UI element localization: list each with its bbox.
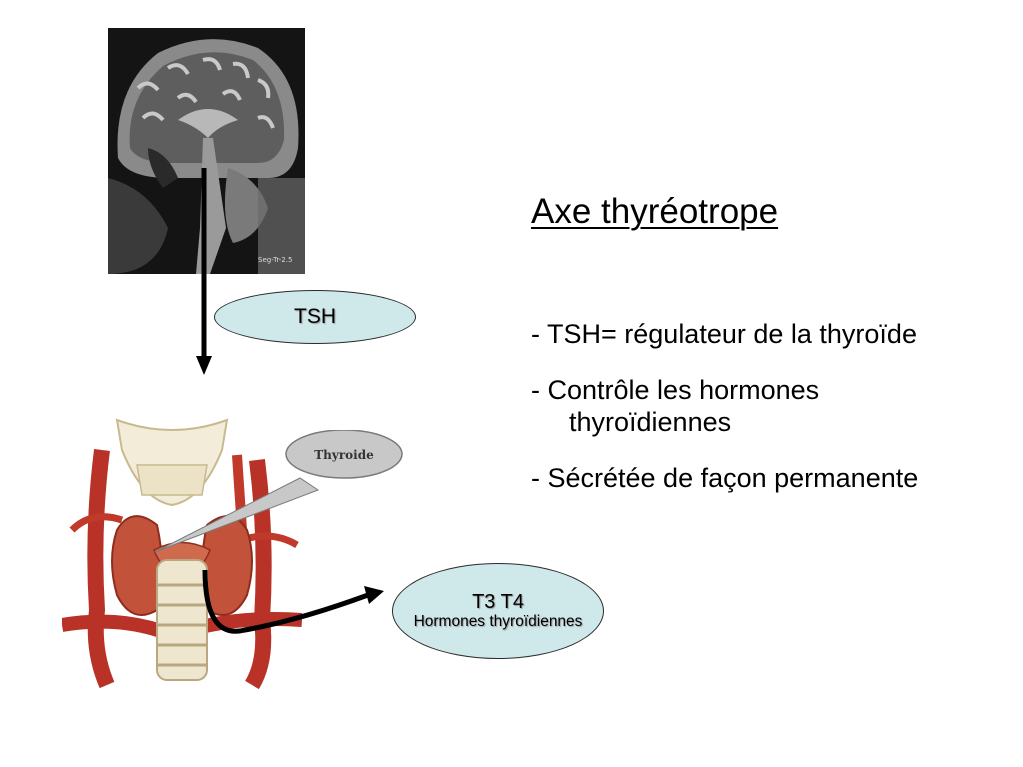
- slide-title: Axe thyréotrope: [531, 192, 779, 231]
- mri-brain-image: Seg-Tr-2.5: [108, 28, 305, 274]
- t3t4-sublabel: Hormones thyroïdiennes: [413, 613, 583, 630]
- bullet-item: - TSH= régulateur de la thyroïde: [531, 319, 917, 349]
- mri-corner-text: Seg-Tr-2.5: [258, 256, 292, 264]
- thyroid-callout-label: Thyroide: [314, 448, 374, 462]
- t3t4-ellipse: T3 T4 Hormones thyroïdiennes: [392, 563, 604, 659]
- bullet-item: - Contrôle les hormones thyroïdiennes: [531, 375, 820, 437]
- bullet-list: - TSH= régulateur de la thyroïde - Contr…: [531, 318, 951, 518]
- tsh-ellipse: TSH: [214, 290, 416, 344]
- thyroid-illustration: [62, 418, 302, 690]
- t3t4-label: T3 T4: [472, 591, 524, 613]
- bullet-item: - Sécrétée de façon permanente: [531, 463, 919, 493]
- tsh-label: TSH: [294, 305, 336, 328]
- thyroid-callout: Thyroide: [154, 430, 403, 553]
